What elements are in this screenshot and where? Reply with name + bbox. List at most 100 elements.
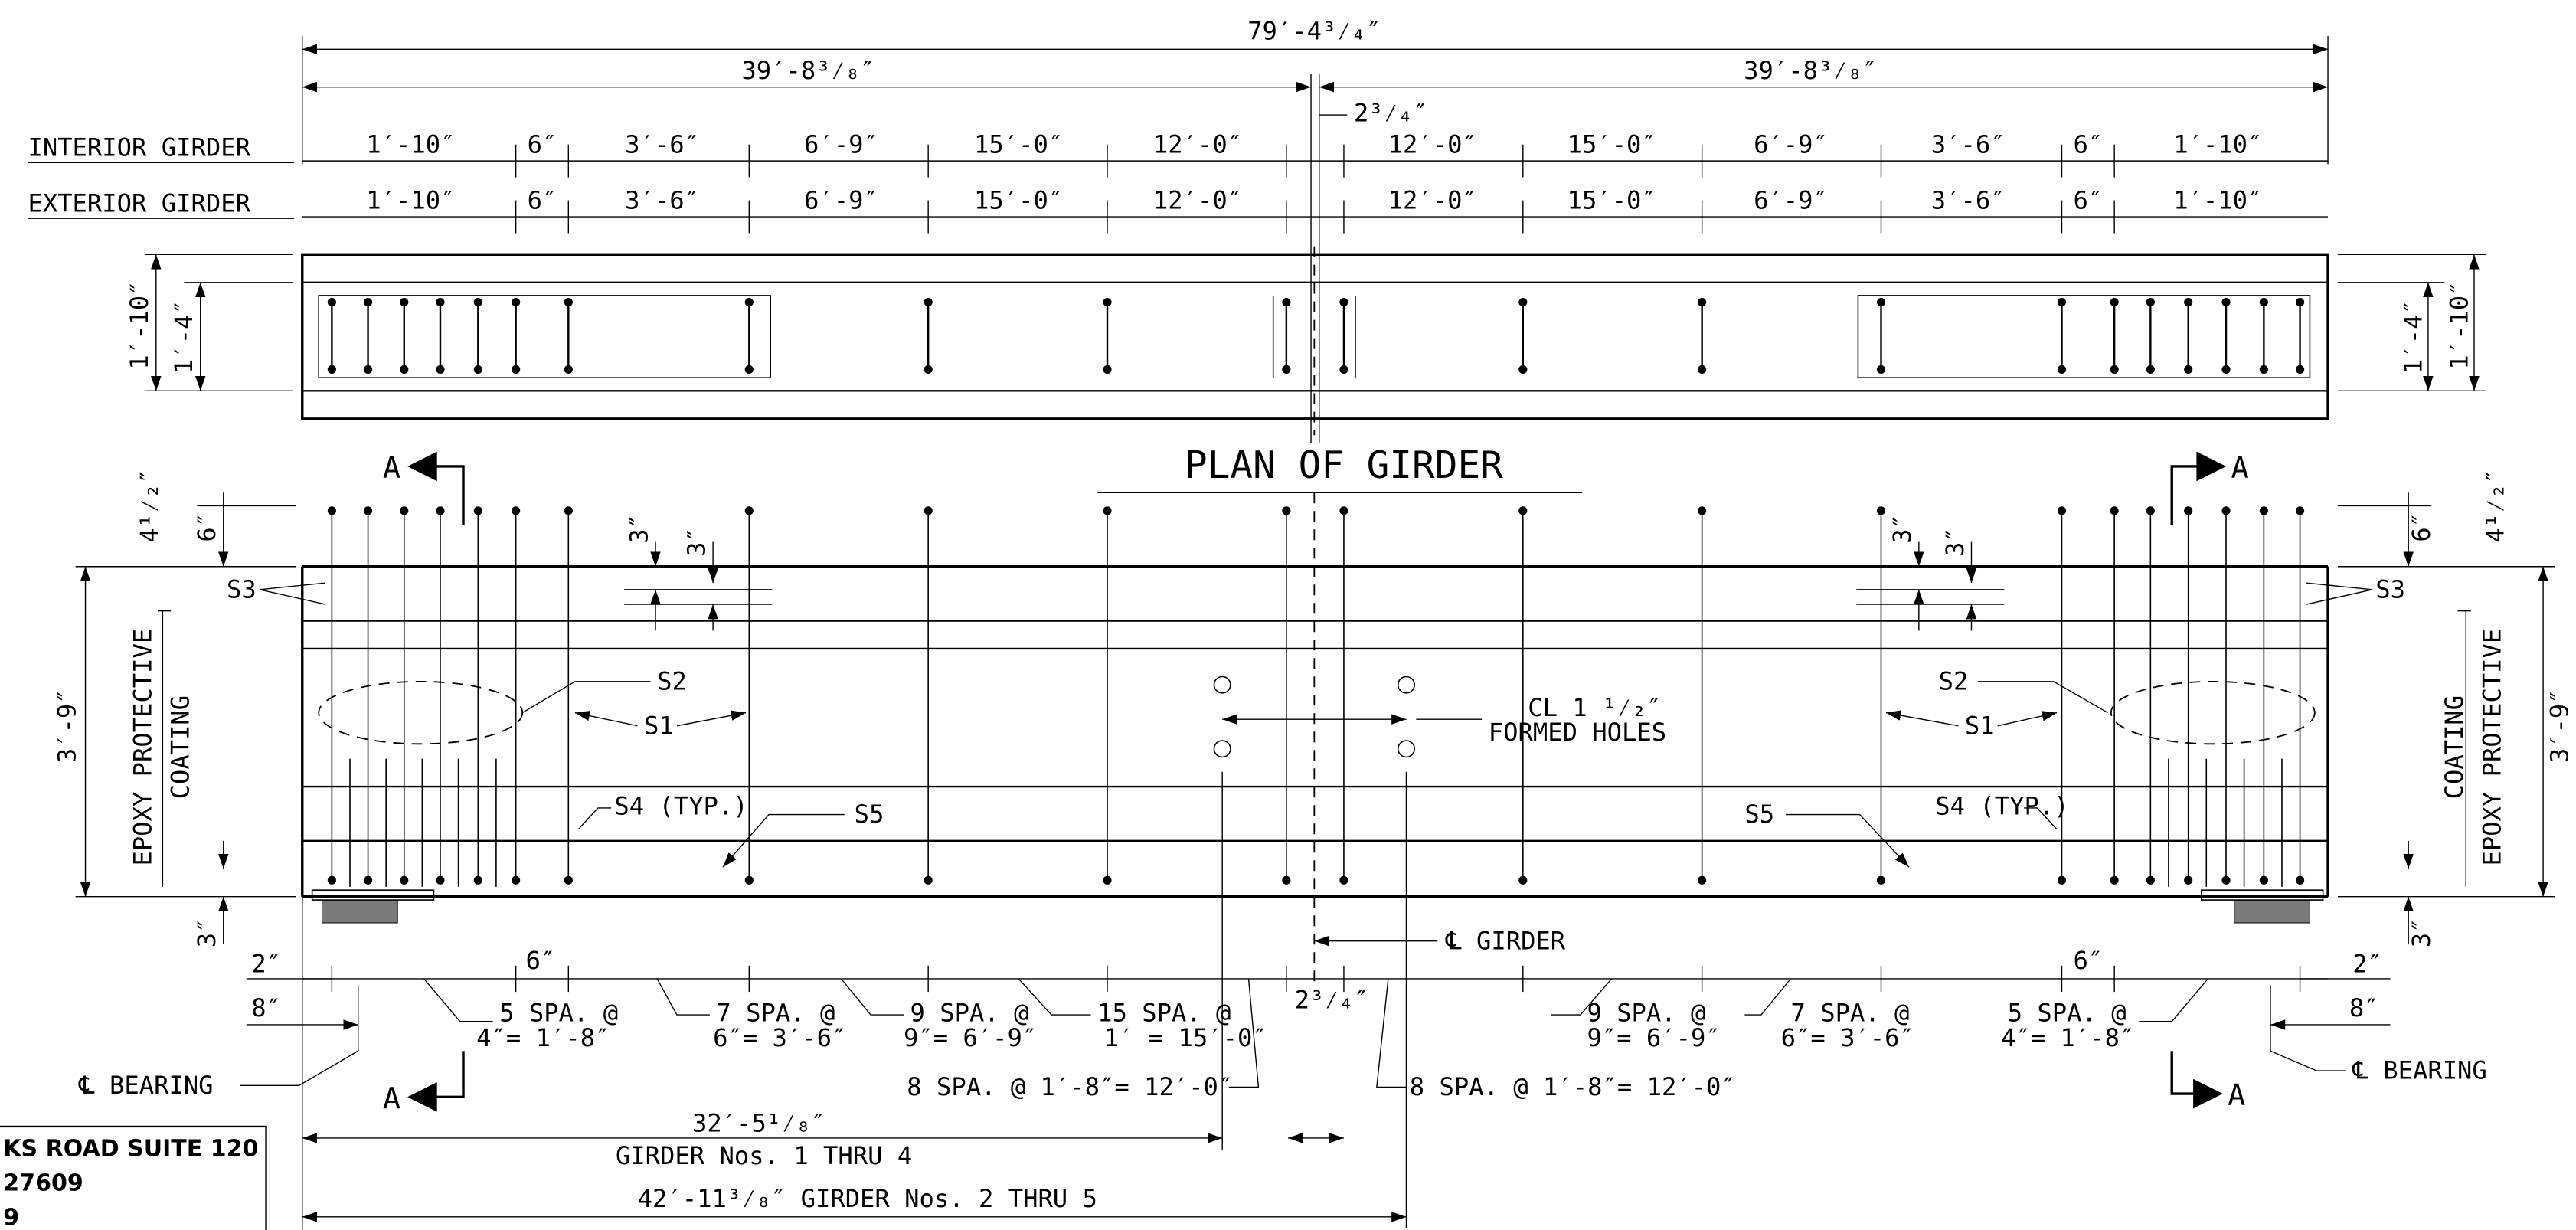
spacing-label: 3′-6″: [625, 185, 699, 214]
plan-stirrups: [327, 297, 2305, 375]
spacing-label: 15′-0″: [1568, 129, 1656, 159]
plan-stirrup-dot: [363, 297, 373, 307]
center-gap-label: 2³⁄₄″: [1354, 99, 1428, 128]
plan-stirrup-dot: [2146, 297, 2155, 307]
plan-height-inner: 1′-4″: [169, 299, 198, 374]
bottom-dim-left: 3″: [192, 918, 221, 948]
svg-text:A: A: [2231, 451, 2248, 486]
coating-line-1-right: EPOXY PROTECTIVE: [2477, 629, 2506, 866]
elevation-stirrup-top: [436, 506, 445, 515]
plan-stirrup-dot: [2146, 365, 2155, 375]
s3-label-right: S3: [2375, 574, 2405, 604]
section-marker-top-right: A: [2172, 451, 2249, 525]
elevation-stirrup-bottom: [564, 875, 573, 885]
s2-label-right: S2: [1939, 667, 1969, 696]
spacing-label: 6″: [2073, 185, 2103, 214]
spacing-label: 3′-6″: [1931, 129, 2006, 159]
overall-dimension: 79′-4³⁄₄″: [302, 16, 2328, 164]
title-block-line-1: KS ROAD SUITE 120: [3, 1136, 258, 1163]
plan-stirrup-dot: [1876, 297, 1886, 307]
stirrup-gap-label: 3″: [624, 514, 653, 544]
spacing-note: 1′ = 15′-0″: [1104, 1023, 1267, 1052]
bottom-dimensions: 2″ 8″ 6″ 2″ 8″ 6″ 2³⁄₄″ ℄ GIRDER 5 SPA. …: [78, 926, 2487, 1101]
top-dim-right: 4¹⁄₂″: [2481, 469, 2510, 543]
plan-stirrup-dot: [1103, 365, 1112, 375]
plan-stirrup-dot: [2259, 365, 2268, 375]
elevation-stirrup-top: [2057, 506, 2067, 515]
stirrup-gap-label-right: 3″: [1940, 527, 1970, 557]
half-length-right: 39′-8³⁄₈″: [1744, 56, 1877, 85]
elevation-stirrup-bottom: [327, 875, 336, 885]
girder-centerline-label: ℄ GIRDER: [1445, 926, 1566, 955]
spacing-note: 4″= 1′-8″: [476, 1023, 610, 1052]
spacing-label: 3′-6″: [625, 129, 699, 159]
elevation-stirrup-top: [1698, 506, 1707, 515]
dim-2-left: 2″: [251, 949, 281, 978]
elevation-stirrup-top: [2146, 506, 2155, 515]
plan-stirrup-dot: [2057, 365, 2067, 375]
plan-height-dims: 1′-10″ 1′-4″ 1′-10″ 1′-4″: [125, 254, 2486, 391]
spacing-row-exterior: [302, 201, 2328, 234]
plan-stirrup-dot: [2110, 365, 2119, 375]
spacing-label: 6′-9″: [804, 129, 878, 159]
s5-label-right: S5: [1744, 800, 1774, 829]
plan-stirrup-dot: [327, 365, 336, 375]
elevation-stirrup-bottom: [1518, 875, 1528, 885]
spacing-label: 1′-10″: [366, 185, 455, 214]
stirrup-gap-label: 3″: [682, 527, 711, 557]
spacing-label: 1′-10″: [366, 129, 455, 159]
spacing-label: 12′-0″: [1153, 185, 1242, 214]
bearing-label-right: ℄ BEARING: [2352, 1056, 2487, 1085]
plan-stirrup-dot: [400, 297, 409, 307]
elevation-height-right: 3′-9″: [2545, 689, 2574, 763]
spacing-label: 6′-9″: [804, 185, 878, 214]
title-block: KS ROAD SUITE 120 27609 9: [0, 1127, 266, 1230]
s4-label-left: S4 (TYP.): [614, 792, 747, 821]
plan-stirrup-dot: [1518, 297, 1528, 307]
coating-line-2-right: COATING: [2440, 695, 2469, 799]
plan-stirrup-dot: [924, 365, 933, 375]
s4-label-right: S4 (TYP.): [1935, 792, 2068, 821]
plan-stirrup-dot: [2184, 297, 2193, 307]
spacing-note: 8 SPA. @ 1′-8″= 12′-0″: [907, 1072, 1233, 1101]
plan-height-overall: 1′-10″: [125, 280, 154, 369]
plan-stirrup-dot: [1876, 365, 1886, 375]
half-dimensions: 39′-8³⁄₈″ 39′-8³⁄₈″ 2³⁄₄″: [302, 56, 2329, 443]
plan-stirrup-dot: [2259, 297, 2268, 307]
title-block-line-3: 9: [3, 1205, 19, 1230]
plan-stirrup-dot: [1698, 365, 1707, 375]
spacing-label: 15′-0″: [974, 129, 1063, 159]
plan-stirrup-dot: [1103, 297, 1112, 307]
spacing-label: 15′-0″: [974, 185, 1063, 214]
center-dim-bottom: 2³⁄₄″: [1295, 986, 1369, 1015]
spacing-note: 7 SPA. @: [1790, 999, 1909, 1028]
spacing-row-interior: [302, 145, 2328, 178]
plan-stirrup-dot: [436, 297, 445, 307]
elevation-stirrup-top: [2259, 506, 2268, 515]
half-length-left: 39′-8³⁄₈″: [741, 56, 874, 85]
plan-stirrup-dot: [2295, 365, 2305, 375]
plan-stirrup-dot: [2110, 297, 2119, 307]
girder2-label: 42′-11³⁄₈″ GIRDER Nos. 2 THRU 5: [638, 1184, 1097, 1213]
s1-label-right: S1: [1965, 711, 1995, 740]
spacing-label: 3′-6″: [1931, 185, 2006, 214]
plan-title: PLAN OF GIRDER: [1185, 443, 1503, 487]
elevation-stirrup-bottom: [436, 875, 445, 885]
plan-height-inner-right: 1′-4″: [2398, 299, 2427, 374]
elevation-stirrup-top: [2110, 506, 2119, 515]
elevation-stirrup-top: [744, 506, 754, 515]
title-block-line-2: 27609: [3, 1170, 83, 1197]
dim-6-left: 6″: [526, 946, 556, 975]
spacing-label: 6″: [2073, 129, 2103, 159]
plan-stirrup-dot: [564, 297, 573, 307]
top-offset-left: 6″: [192, 512, 221, 542]
elevation-stirrup-top: [564, 506, 573, 515]
elevation-stirrup-top: [1339, 506, 1348, 515]
elevation-stirrup-top: [1876, 506, 1886, 515]
spacing-labels-exterior: 1′-10″ 6″ 3′-6″ 6′-9″ 15′-0″ 12′-0″ 12′-…: [366, 185, 2262, 214]
spacing-label: 6″: [528, 129, 557, 159]
plan-stirrup-dot: [512, 365, 521, 375]
spacing-note: 5 SPA. @: [499, 999, 618, 1028]
plan-stirrup-dot: [1282, 365, 1291, 375]
